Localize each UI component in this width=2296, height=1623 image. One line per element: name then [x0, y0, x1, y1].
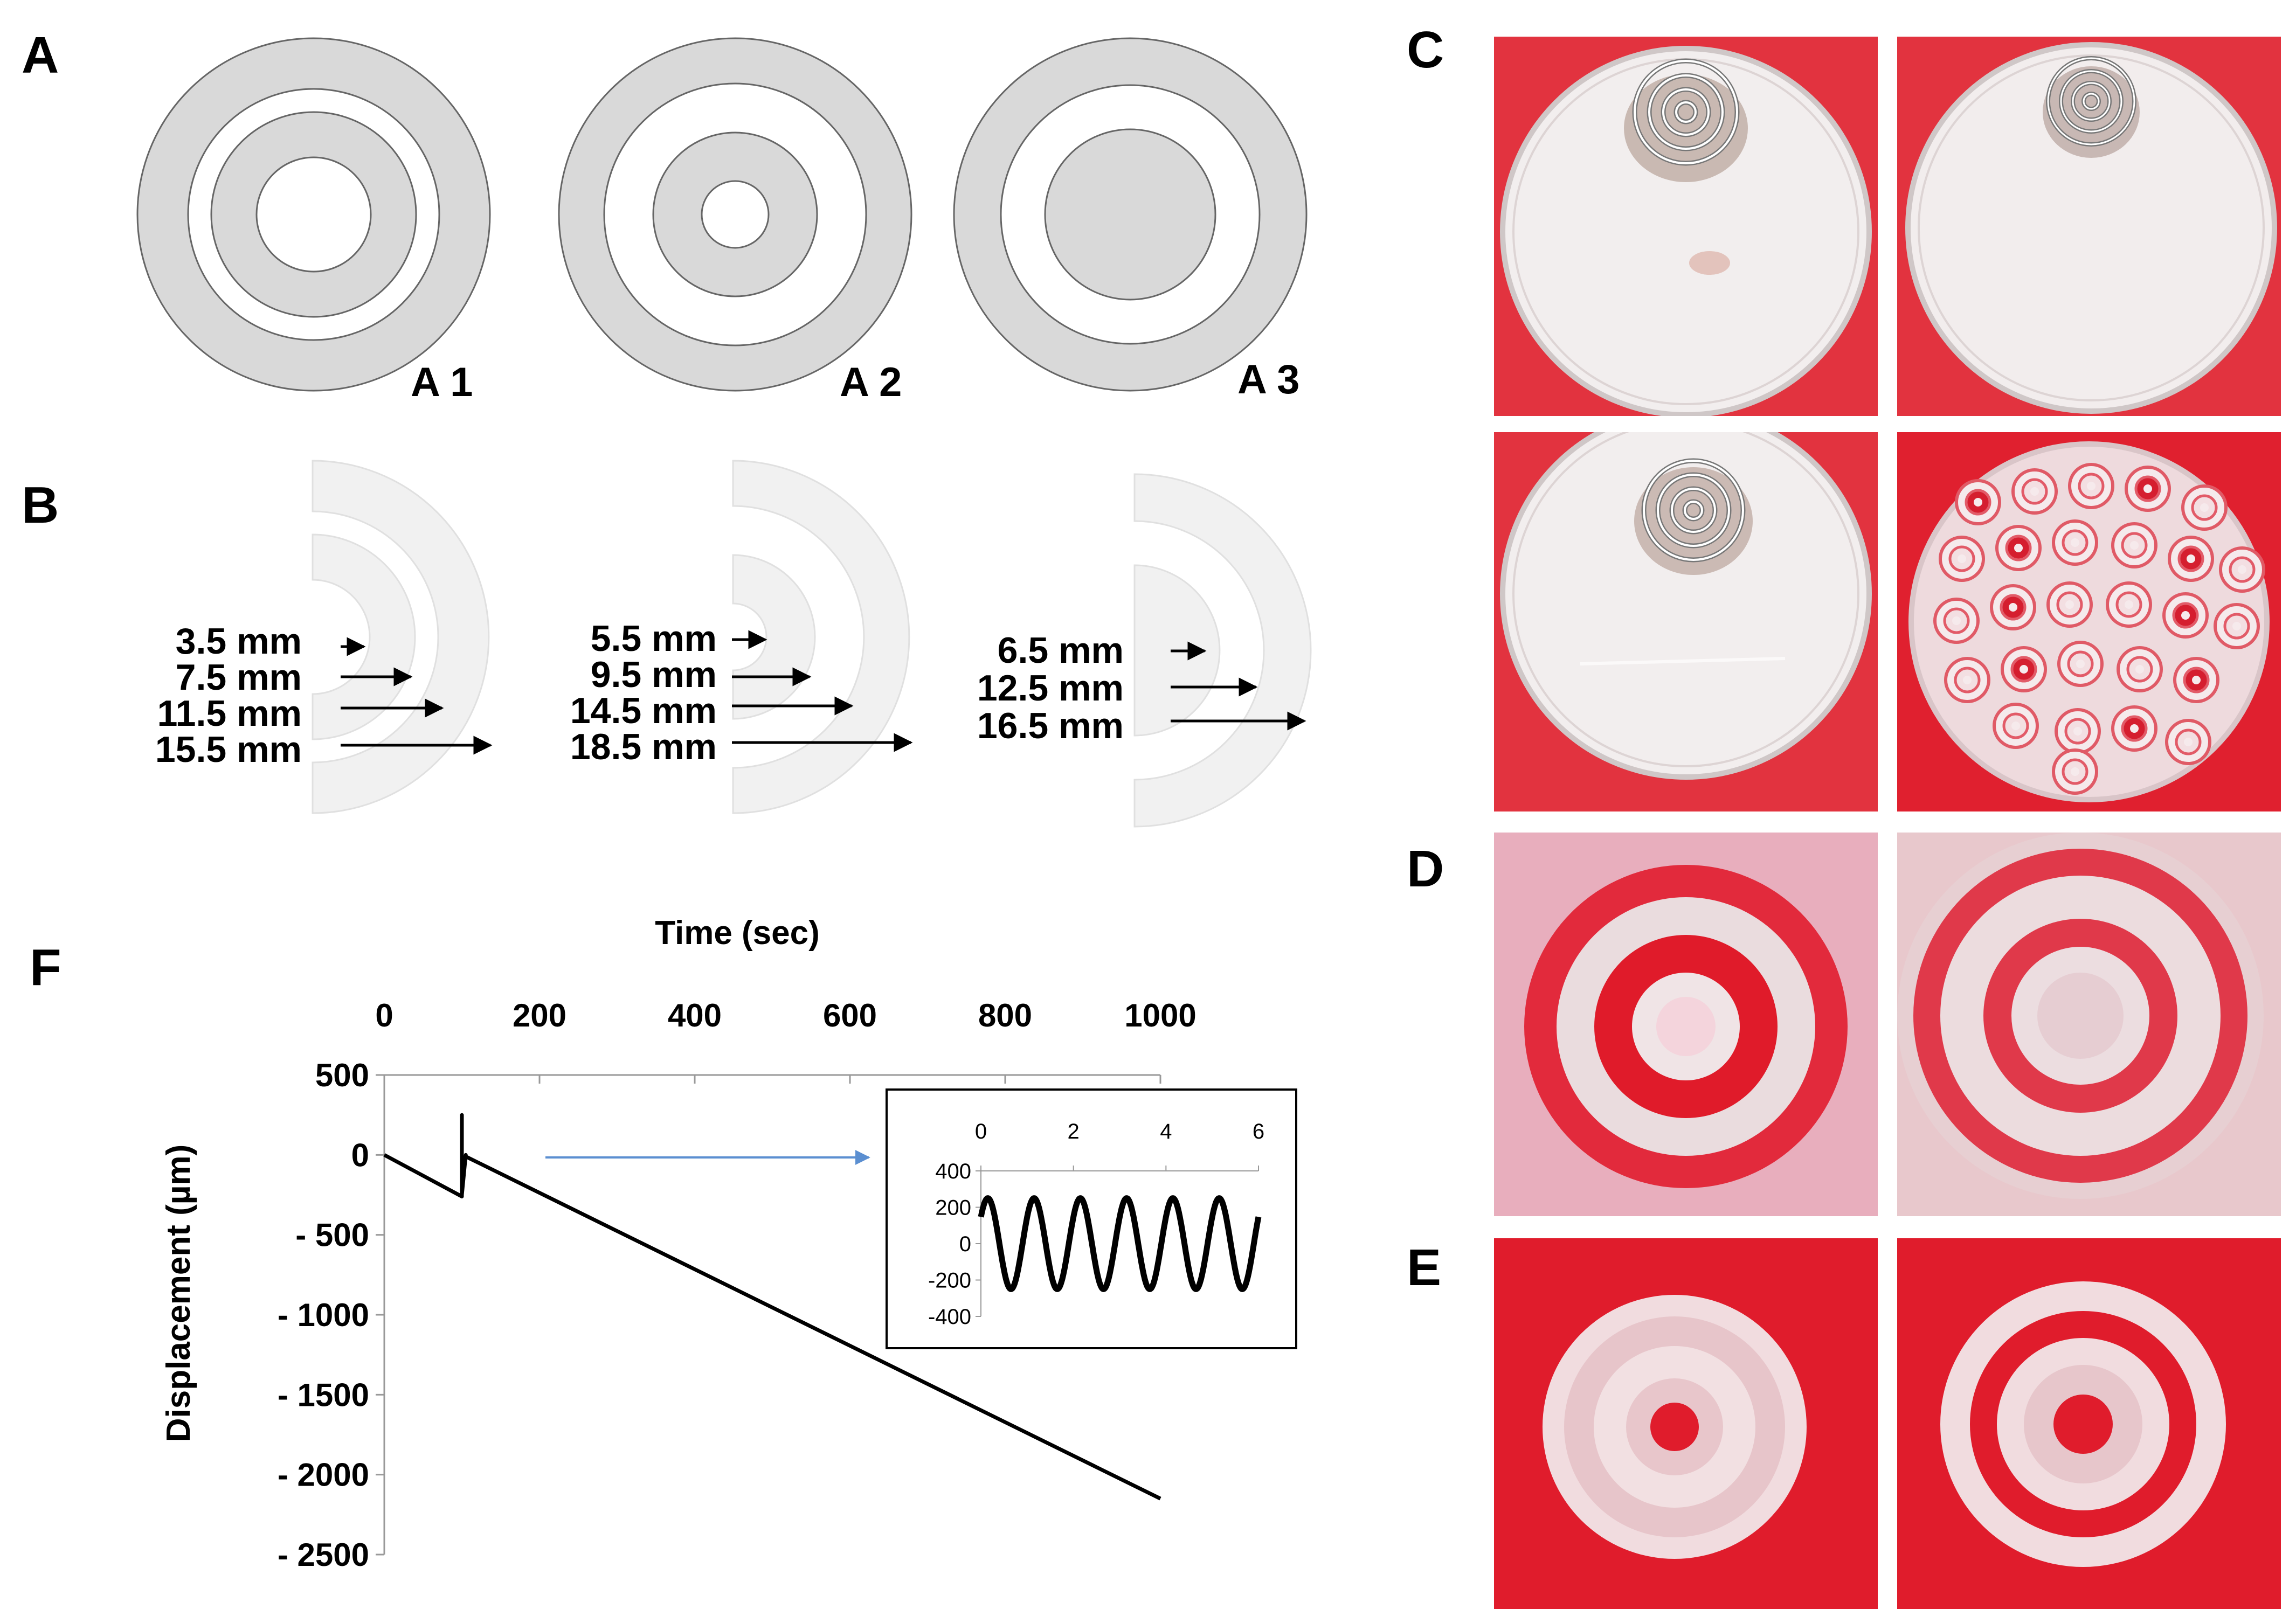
- panel-a: A A 1 A 2 A 3: [22, 26, 1308, 405]
- dim-label-b3-3: 16.5 mm: [977, 705, 1124, 746]
- photo-e1: [1494, 1238, 1878, 1609]
- well-stamp: [2111, 522, 2157, 568]
- well-stamp: [1933, 598, 1980, 644]
- well-stamp: [2111, 705, 2157, 752]
- inset-y-tick-label: 0: [959, 1232, 971, 1256]
- x-tick-label: 600: [823, 997, 877, 1034]
- well-stamp: [2168, 536, 2214, 582]
- inset-y-tick-label: -400: [928, 1305, 971, 1329]
- panel-b: B 3.5 mm 7.5 mm 11.5 mm 15.5 mm 5.5 mm 9…: [22, 460, 1312, 828]
- well-stamp: [2219, 546, 2265, 593]
- dim-arrows-b1: [341, 637, 493, 755]
- inset-axes: [976, 1166, 1259, 1317]
- ring-design-a1: [136, 37, 491, 392]
- well-stamp: [2055, 708, 2101, 754]
- dim-label-b1-4: 15.5 mm: [155, 729, 302, 770]
- y-tick-label: - 1500: [278, 1377, 369, 1413]
- well-stamp: [1995, 525, 2042, 571]
- x-tick-label: 200: [513, 997, 566, 1034]
- well-stamp: [2181, 484, 2228, 531]
- inset-x-tick-label: 0: [975, 1120, 987, 1143]
- well-stamp: [2162, 592, 2209, 639]
- well-stamp: [2001, 646, 2047, 692]
- x-tick-label: 400: [668, 997, 722, 1034]
- well-stamp: [2052, 519, 2098, 566]
- panel-letter-e: E: [1407, 1239, 1441, 1296]
- dim-label-b2-1: 5.5 mm: [591, 618, 717, 659]
- well-stamp: [1939, 536, 1985, 582]
- y-tick-label: 500: [315, 1057, 369, 1093]
- dim-arrows-b3: [1171, 641, 1306, 731]
- dim-label-b2-2: 9.5 mm: [591, 654, 717, 695]
- x-tick-label: 800: [978, 997, 1032, 1034]
- inset-y-tick-label: -200: [928, 1269, 971, 1293]
- y-tick-label: - 2500: [278, 1537, 369, 1573]
- well-stamp: [2068, 463, 2114, 509]
- ring-design-a2: [558, 37, 912, 392]
- dim-label-b3-2: 12.5 mm: [977, 668, 1124, 709]
- well-stamp: [2057, 641, 2104, 687]
- well-stamp: [2011, 468, 2058, 515]
- label-a1: A 1: [411, 359, 473, 405]
- well-stamp: [2117, 646, 2163, 692]
- inset-y-tick-label: 200: [935, 1196, 971, 1220]
- half-ring-profile-b2: [732, 460, 910, 814]
- inset-tick-labels: 0 2 4 6 400 200 0 -200 -400: [928, 1120, 1264, 1329]
- well-stamp: [1990, 584, 2036, 630]
- dim-label-b3-1: 6.5 mm: [998, 630, 1124, 671]
- series-displacement-line: [383, 1113, 1161, 1501]
- inset-series-sine: [978, 1195, 1262, 1292]
- inset-y-tick-label: 400: [935, 1160, 971, 1183]
- well-stamp: [2165, 719, 2211, 765]
- photo-c4: [1897, 432, 2281, 812]
- photo-c1: [1494, 37, 1878, 416]
- well-stamp: [1993, 703, 2039, 749]
- panel-letter-d: D: [1407, 840, 1444, 898]
- well-stamp: [2125, 466, 2171, 512]
- half-ring-profile-b1: [312, 460, 490, 814]
- y-tick-label: - 2000: [278, 1457, 369, 1493]
- photo-e2: [1897, 1238, 2281, 1609]
- photo-c3: [1494, 432, 1878, 812]
- panel-letter-c: C: [1407, 21, 1444, 79]
- y-axis-title: Displacement (µm): [160, 1145, 197, 1442]
- right-panel-letters: C D E: [1407, 21, 1444, 1296]
- x-axis-title: Time (sec): [655, 914, 820, 952]
- x-tick-label: 0: [375, 997, 393, 1034]
- photo-c2: [1897, 37, 2281, 416]
- well-stamp: [1944, 657, 1990, 703]
- ring-design-a3: [953, 37, 1308, 392]
- dim-label-b2-4: 18.5 mm: [570, 726, 717, 767]
- inset-x-tick-label: 6: [1253, 1120, 1264, 1143]
- panel-letter-b: B: [22, 476, 59, 534]
- panel-letter-a: A: [22, 26, 59, 84]
- label-a2: A 2: [840, 359, 902, 405]
- panel-letter-f: F: [30, 939, 61, 996]
- x-tick-label: 1000: [1124, 997, 1196, 1034]
- y-tick-label: 0: [351, 1137, 369, 1173]
- dim-label-b2-3: 14.5 mm: [570, 690, 717, 731]
- photo-d2: [1897, 833, 2281, 1216]
- well-stamp: [1955, 479, 2001, 525]
- well-stamp: [2052, 748, 2098, 795]
- well-stamp: [2173, 657, 2219, 703]
- label-a3: A 3: [1237, 357, 1299, 403]
- well-stamp: [2046, 581, 2093, 628]
- y-tick-label: - 500: [295, 1217, 369, 1253]
- y-tick-label: - 1000: [278, 1297, 369, 1333]
- inset-x-tick-label: 4: [1160, 1120, 1172, 1143]
- dim-label-b1-3: 11.5 mm: [157, 693, 302, 734]
- dim-arrows-b2: [732, 630, 913, 752]
- well-stamp: [2214, 603, 2260, 649]
- half-ring-profile-b3: [1133, 473, 1312, 828]
- dim-label-b1-1: 3.5 mm: [176, 621, 302, 662]
- inset-x-tick-label: 2: [1068, 1120, 1080, 1143]
- photo-d1: [1494, 833, 1878, 1216]
- dim-label-b1-2: 7.5 mm: [176, 657, 302, 698]
- well-stamp: [2106, 581, 2152, 628]
